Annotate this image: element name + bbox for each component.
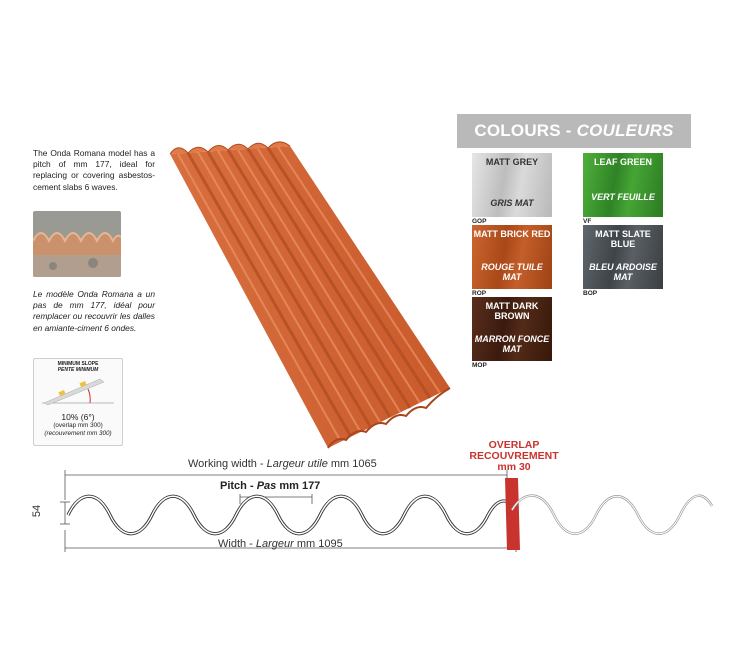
asbestos-slab-image: [33, 211, 121, 277]
swatch-label-en: MATT GREY: [485, 157, 539, 167]
swatch-label-fr: ROUGE TUILE MAT: [481, 262, 543, 282]
profile-diagram: [60, 470, 714, 552]
swatch-label-fr: BLEU ARDOISE MAT: [589, 262, 657, 282]
swatch-code: MOP: [472, 362, 487, 369]
overlap-label: OVERLAP RECOUVREMENT mm 30: [469, 439, 559, 473]
slope-value: 10% (6°): [61, 412, 95, 423]
slope-overlap-en: (overlap mm 300): [53, 422, 103, 430]
swatch-code: GOP: [472, 218, 487, 225]
swatch-matt-dark-brown: MATT DARK BROWN MARRON FONCE MAT: [472, 297, 552, 361]
swatch-matt-brick-red: MATT BRICK RED ROUGE TUILE MAT: [472, 225, 552, 289]
swatch-label-en: MATT DARK BROWN: [485, 301, 539, 321]
width-label: Width - Largeur mm 1095: [218, 538, 343, 550]
swatch-label-fr: GRIS MAT: [490, 198, 534, 208]
description-fr: Le modèle Onda Romana a un pas de mm 177…: [33, 289, 155, 333]
slope-illustration: [42, 378, 114, 406]
swatch-label-fr: MARRON FONCE MAT: [474, 334, 550, 354]
pitch-label: Pitch - Pas mm 177: [220, 480, 321, 492]
swatch-leaf-green: LEAF GREEN VERT FEUILLE: [583, 153, 663, 217]
slope-title-fr: PENTE MINIMUM: [57, 366, 99, 373]
swatch-code: VF: [583, 218, 592, 225]
minimum-slope-box: MINIMUM SLOPE PENTE MINIMUM 10% (6°) (ov…: [33, 358, 123, 446]
slope-title-en: MINIMUM SLOPE: [57, 361, 99, 367]
swatch-code: BOP: [583, 290, 598, 297]
swatch-code: ROP: [472, 290, 487, 297]
swatch-label-en: MATT SLATE BLUE: [595, 229, 651, 249]
working-width-label: Working width - Largeur utile mm 1065: [188, 458, 377, 470]
swatch-label-en: MATT BRICK RED: [473, 229, 551, 239]
swatch-label-en: LEAF GREEN: [593, 157, 652, 167]
colours-title-en: COLOURS -: [474, 121, 572, 140]
roof-sheet-illustration: [169, 141, 451, 449]
swatch-label-fr: VERT FEUILLE: [591, 192, 655, 202]
slope-overlap-fr: (recouvrement mm 300): [44, 430, 112, 438]
description-en: The Onda Romana model has a pitch of mm …: [33, 148, 155, 192]
swatch-matt-grey: MATT GREY GRIS MAT: [472, 153, 552, 217]
swatch-matt-slate-blue: MATT SLATE BLUE BLEU ARDOISE MAT: [583, 225, 663, 289]
colours-header: COLOURS - COULEURS: [457, 114, 691, 148]
colours-title-fr: COULEURS: [576, 121, 674, 140]
